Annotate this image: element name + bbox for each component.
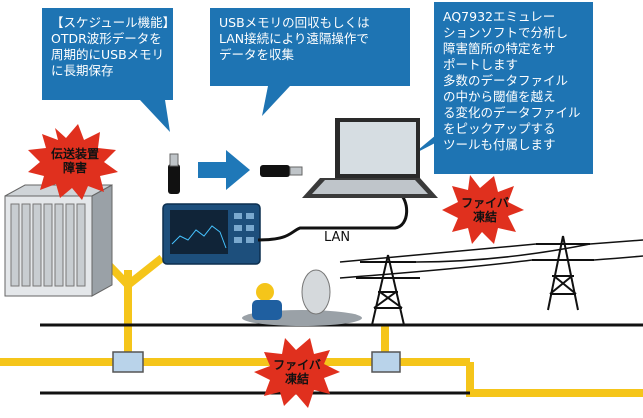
burst-line: 伝送装置 [50, 147, 99, 161]
burst-line: 障害 [62, 161, 87, 175]
callout-line: ションソフトで分析し [443, 25, 569, 40]
lan-cable [257, 190, 409, 242]
callout-schedule: 【スケジュール機能】 OTDR波形データを 周期的にUSBメモリ に長期保存 [42, 8, 176, 100]
callout-line: ポートします [443, 57, 519, 72]
callout-line: USBメモリの回収もしくは [219, 15, 370, 30]
callout-line: に長期保存 [51, 63, 114, 78]
burst-fiber-freeze-top [442, 175, 524, 244]
usb-stick-right-icon [260, 165, 303, 177]
otdr-device [162, 203, 261, 265]
transmission-tower-right [532, 235, 594, 311]
burst-fiber-freeze-bottom-text: ファイバ 凍結 [264, 358, 330, 386]
callout-line: 【スケジュール機能】 [51, 15, 176, 30]
callout-software: AQ7932エミュレー ションソフトで分析し 障害箇所の特定をサ ポートします … [434, 2, 593, 174]
callout-line: る変化のデータファイル [443, 105, 581, 120]
callout-line: をピックアップする [443, 121, 556, 136]
laptop-icon [302, 118, 438, 198]
lan-label: LAN [324, 230, 351, 245]
burst-line: ファイバ [273, 358, 321, 372]
black-cables [40, 323, 643, 395]
transmission-tower-center [356, 254, 420, 326]
callout-line: の中から閾値を越え [443, 89, 556, 104]
equipment-rack [4, 184, 113, 297]
callout-line: ツールも付属します [443, 137, 556, 152]
transfer-arrow-icon [198, 150, 250, 190]
worker-figure [242, 269, 362, 326]
callout-tail-usb-lan [262, 86, 290, 116]
callout-line: LAN接続により遠隔操作で [219, 31, 369, 46]
splice-box-left [112, 351, 144, 373]
callout-line: 障害箇所の特定をサ [443, 41, 556, 56]
splice-box-right [371, 351, 401, 373]
callout-tail-schedule [140, 100, 170, 132]
burst-fiber-freeze-bottom [254, 338, 340, 408]
burst-equipment-fault-text: 伝送装置 障害 [42, 147, 108, 175]
burst-line: 凍結 [472, 210, 497, 224]
callout-line: 周期的にUSBメモリ [51, 47, 165, 62]
callout-usb-lan: USBメモリの回収もしくは LAN接続により遠隔操作で データを収集 [210, 8, 410, 86]
callout-line: データを収集 [219, 47, 295, 62]
power-lines [339, 239, 643, 279]
callout-line: AQ7932エミュレー [443, 9, 556, 24]
burst-line: 凍結 [284, 372, 309, 386]
burst-line: ファイバ [461, 196, 509, 210]
usb-stick-left-icon [168, 153, 180, 194]
callout-line: 多数のデータファイル [443, 73, 569, 88]
burst-equipment-fault [28, 124, 118, 200]
callout-line: OTDR波形データを [51, 31, 162, 46]
burst-fiber-freeze-top-text: ファイバ 凍結 [452, 196, 518, 224]
